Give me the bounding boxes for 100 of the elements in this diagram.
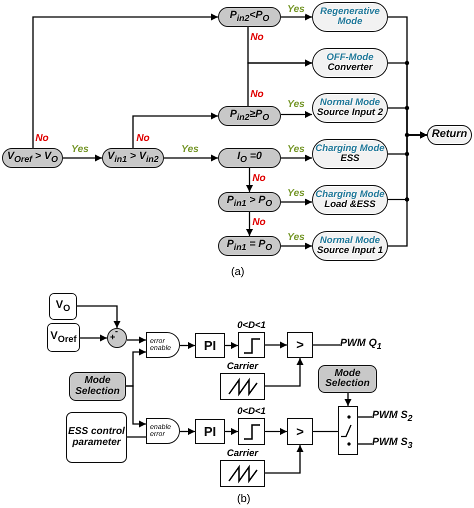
connector [164, 154, 218, 162]
edge-label: Yes [286, 145, 306, 155]
connector [388, 132, 427, 247]
node-text: Source Input 1 [317, 246, 383, 256]
mode-selection-box [69, 372, 126, 401]
summing-junction [107, 328, 127, 348]
mode-box [312, 48, 388, 78]
connector [63, 154, 102, 162]
function-block [287, 332, 313, 358]
connector [265, 445, 304, 474]
node-text: Charging Mode [315, 144, 385, 154]
node-text: Normal Mode [320, 236, 380, 246]
decision-box [102, 148, 164, 168]
node-text: ESS [340, 154, 360, 164]
decision-box [218, 192, 281, 212]
edge-label: No [34, 134, 50, 144]
connector [281, 198, 312, 206]
carrier-block [220, 460, 265, 487]
node-text: Mode Selection [324, 368, 371, 390]
enable-gate [146, 418, 180, 444]
connector [265, 342, 287, 348]
node-text: V$_{Oref}$ > V$_{O}$ [7, 151, 58, 165]
decision-box [2, 148, 63, 168]
connector [246, 168, 253, 192]
connector [265, 358, 304, 387]
function-block [287, 418, 313, 445]
node-text: OFF-Mode [326, 53, 374, 63]
mode-box [312, 185, 388, 215]
connector [32, 14, 218, 148]
node-text: I$_{O}$ =0 [237, 151, 262, 165]
duty-range-label: 0<D<1 [237, 407, 266, 416]
input-box [49, 293, 77, 320]
connector [180, 428, 195, 435]
connector [281, 154, 312, 162]
node-text: > [296, 338, 304, 352]
node-text: Return [432, 129, 468, 141]
connector [358, 416, 372, 418]
decision-box [218, 148, 281, 168]
edge-label: Yes [286, 100, 306, 110]
connector [126, 385, 146, 428]
edge-label: No [249, 33, 265, 43]
carrier-label: Carrier [226, 449, 258, 458]
sign-label: + [110, 333, 116, 342]
node-text: Normal Mode [320, 98, 380, 108]
node-text: PWM Q$_{1}$ [340, 338, 382, 352]
node-text: PWM S$_{3}$ [372, 437, 412, 451]
node-text: PWM S$_{2}$ [372, 410, 412, 424]
node-text: Charging Mode [315, 190, 385, 200]
parameter-box [66, 412, 127, 463]
connector [281, 14, 312, 20]
node-text: ESS control parameter [67, 427, 126, 448]
edge-label: Yes [286, 189, 306, 199]
input-box [47, 323, 80, 352]
mode-box [312, 93, 388, 123]
node-text: Source Input 2 [317, 108, 383, 118]
decision-box [218, 7, 281, 27]
edge-label: Yes [180, 145, 200, 155]
carrier-block [220, 373, 265, 400]
node-text: Converter [328, 63, 372, 73]
connector [281, 242, 312, 250]
mode-box [312, 231, 388, 261]
node-text: > [296, 424, 304, 438]
connector [127, 336, 146, 344]
return-box [427, 125, 472, 145]
node-text: Regenerative Mode [319, 7, 381, 27]
node-text: P$_{in2}$≥P$_{O}$ [230, 109, 270, 123]
node-text: Mode Selection [74, 376, 121, 397]
node-text: PI [204, 424, 216, 438]
mode-box [312, 139, 388, 169]
switch-block [338, 406, 358, 455]
node-text: V$_{in1}$ > V$_{in2}$ [107, 151, 159, 165]
duty-range-label: 0<D<1 [237, 321, 266, 330]
connector [77, 305, 120, 328]
node-text: P$_{in2}$<P$_{O}$ [230, 10, 270, 24]
connector [313, 344, 340, 346]
connector [80, 334, 107, 342]
connector [225, 428, 238, 435]
function-block [195, 419, 225, 444]
node-text: PI [204, 338, 216, 352]
edge-label: No [249, 90, 265, 100]
edge-label: Yes [286, 5, 306, 15]
node-text: P$_{in1}$ = P$_{O}$ [226, 239, 272, 253]
connector [180, 342, 195, 349]
node-text: P$_{in1}$ > P$_{O}$ [226, 195, 272, 209]
connector [247, 60, 312, 106]
node-text: Load &ESS [324, 200, 376, 210]
edge-label: No [135, 134, 151, 144]
function-block [195, 333, 225, 358]
connector [358, 443, 372, 445]
carrier-label: Carrier [226, 362, 258, 372]
decision-box [218, 106, 281, 126]
connector [225, 342, 238, 349]
mode-box [312, 2, 388, 32]
edge-label: No [251, 218, 267, 228]
enable-gate [146, 332, 180, 358]
edge-label: No [251, 174, 267, 184]
connector [344, 393, 352, 406]
connector [281, 111, 312, 118]
decision-box [218, 236, 281, 256]
node-text: V$_{Oref}$ [50, 330, 77, 344]
